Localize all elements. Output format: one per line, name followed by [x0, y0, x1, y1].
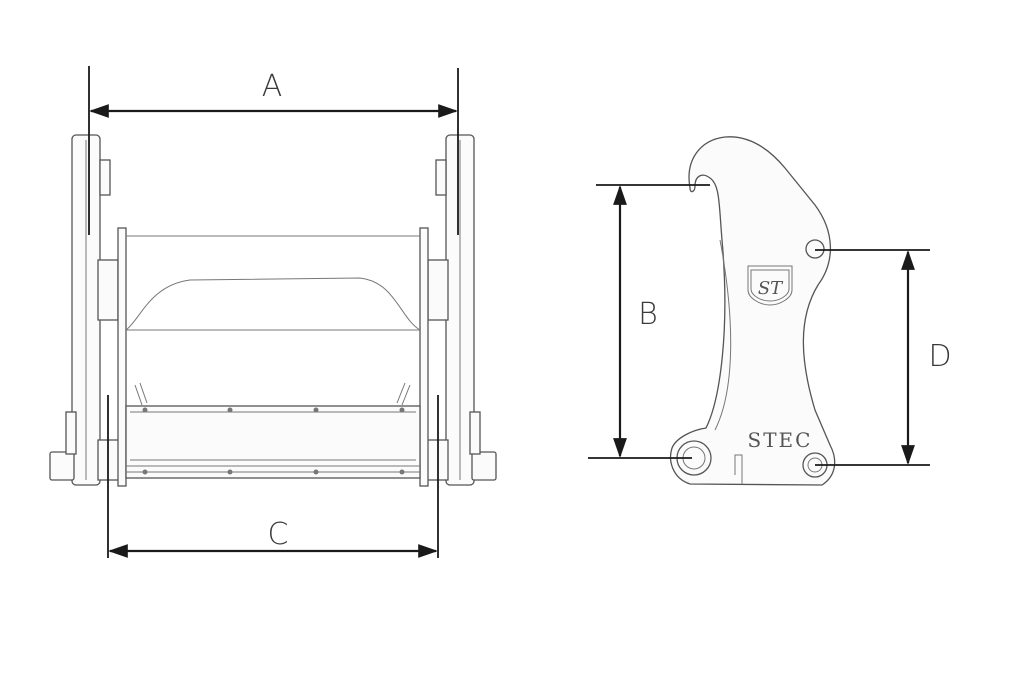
left-side-plate [49, 134, 127, 487]
dimension-d-label: D [928, 339, 951, 374]
st-logo: ST [747, 265, 793, 306]
dimension-a-label: A [262, 69, 283, 104]
dimension-c-label: C [268, 517, 289, 552]
side-view: ST STEC B D [588, 136, 952, 486]
top-cross-member [125, 235, 421, 331]
top-pin-hole [805, 239, 825, 259]
logo-text: ST [758, 278, 784, 299]
front-view: A C [49, 66, 497, 558]
brand-text: STEC [748, 428, 813, 452]
side-plate-outline [669, 136, 836, 486]
bolts [142, 407, 405, 475]
lower-frame [125, 382, 421, 479]
right-side-plate [419, 134, 497, 487]
dimension-b-label: B [638, 297, 658, 332]
